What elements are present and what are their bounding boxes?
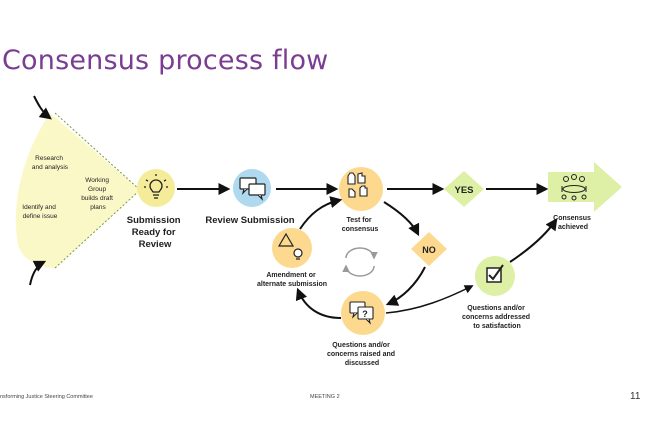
checkbox-icon	[486, 264, 504, 283]
funnel-input-arrow-top	[33, 95, 52, 120]
questions-raised-label: Questions and/or concerns raised and dis…	[327, 342, 397, 367]
svg-text:?: ?	[362, 309, 368, 319]
funnel-shape	[15, 112, 141, 269]
test-for-consensus-label: Test for consensus	[342, 217, 379, 233]
review-submission-label: Review Submission	[205, 215, 294, 226]
submission-ready-label: Submission Ready for Review	[127, 215, 183, 250]
consensus-achieved-label: Consensus achieved	[553, 215, 593, 231]
arrow-questions-to-addressed	[385, 285, 474, 314]
arrow-test-to-no	[383, 201, 420, 237]
questions-addressed-node	[475, 256, 515, 296]
amendment-node	[272, 228, 312, 268]
no-decision: NO	[411, 232, 447, 266]
yes-label: YES	[454, 185, 473, 196]
submission-ready-node	[137, 169, 175, 207]
no-label: NO	[422, 245, 436, 255]
funnel-research-text: Research and analysis	[32, 155, 69, 171]
arrow-questions-to-amendment	[295, 287, 342, 319]
arrow-addressed-to-consensus	[509, 218, 558, 263]
arrow-amendment-to-test	[299, 196, 343, 230]
slide-title: Consensus process flow	[2, 45, 329, 76]
cycle-arrows-icon	[342, 247, 378, 277]
funnel-identify-text: Identify and define issue	[22, 204, 57, 220]
footer-committee-name: nsforming Justice Steering Committee	[0, 394, 93, 400]
review-submission-node	[233, 169, 271, 207]
consensus-achieved-node	[548, 162, 622, 212]
lightbulb-icon	[144, 174, 168, 199]
question-bubble-icon	[349, 301, 374, 325]
page-number: 11	[630, 391, 641, 402]
footer-meeting-label: MEETING 2	[310, 394, 340, 400]
funnel-working-group-text: Working Group builds draft plans	[81, 177, 115, 211]
hand-vote-icon	[347, 172, 368, 198]
people-group-icon	[561, 174, 587, 201]
yes-decision: YES	[444, 171, 484, 207]
arrow-no-to-questions	[385, 266, 426, 306]
triangle-bulb-icon	[277, 232, 303, 260]
test-for-consensus-node	[339, 167, 383, 211]
questions-addressed-label: Questions and/or concerns addressed to s…	[462, 305, 532, 330]
questions-raised-node: ?	[341, 291, 385, 335]
funnel-input-arrow-bottom	[29, 260, 47, 286]
speech-bubbles-icon	[239, 177, 266, 201]
amendment-label: Amendment or alternate submission	[257, 272, 327, 288]
